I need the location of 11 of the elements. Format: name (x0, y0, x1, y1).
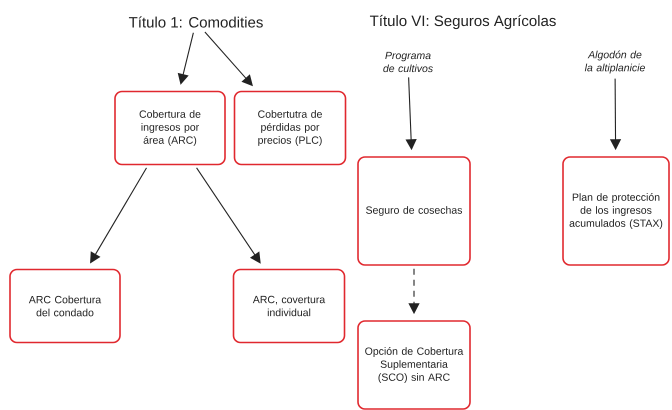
program-label: Programa de cultivos (383, 52, 433, 72)
program-box: Cobertutra de pérdidas por precios (PLC) (234, 90, 346, 166)
program-box: ARC Cobertura del condado (9, 268, 121, 344)
program-box: ARC, covertura individual (232, 268, 346, 344)
program-label: Algodón de la altiplanicie (584, 50, 645, 74)
program-box: Seguro de cosechas (357, 156, 471, 266)
program-box: Cobertura de ingresos por área (ARC) (114, 90, 226, 166)
section-heading: Título VI: Seguros Agrícolas (370, 14, 556, 30)
section-heading: Título 1: Comodities (128, 16, 263, 28)
program-box: Plan de protección de los ingresos acumulados (STAX) (562, 156, 670, 266)
program-box: Opción de Cobertura Suplementaria (SCO) sin ARC (357, 320, 471, 410)
